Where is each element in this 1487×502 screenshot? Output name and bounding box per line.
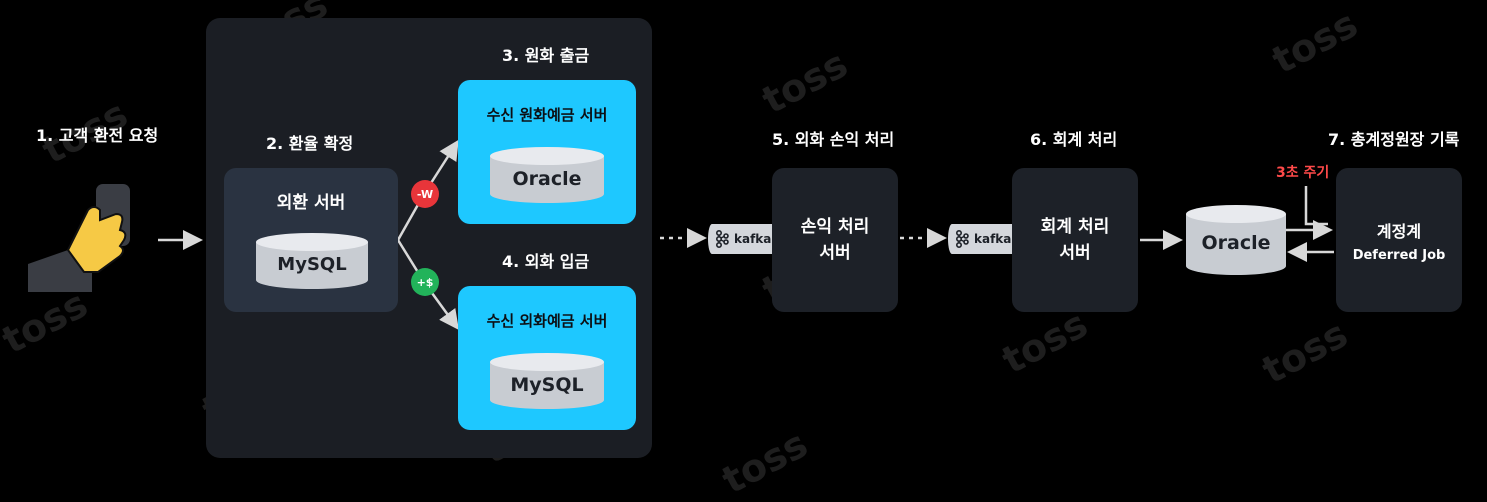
step-4-label: 4. 외화 입금 bbox=[502, 252, 590, 271]
krw-db-cylinder: Oracle bbox=[488, 146, 606, 204]
ledger-db-cylinder: Oracle bbox=[1184, 204, 1288, 276]
exchange-db-cylinder: MySQL bbox=[254, 232, 370, 290]
accounting-server-box: 회계 처리 서버 bbox=[1012, 168, 1138, 312]
step-1-label: 1. 고객 환전 요청 bbox=[36, 126, 159, 145]
phone-hand-icon bbox=[28, 184, 130, 292]
ledger-db-label: Oracle bbox=[1201, 232, 1271, 254]
fx-db-cylinder: MySQL bbox=[488, 352, 606, 410]
deposit-badge: +$ bbox=[411, 268, 439, 296]
kafka-icon bbox=[715, 230, 729, 248]
accounting-server-line1: 회계 처리 bbox=[1040, 217, 1110, 237]
step-2-label: 2. 환율 확정 bbox=[266, 134, 354, 153]
step-7-label: 7. 총계정원장 기록 bbox=[1328, 130, 1460, 149]
step-6-label: 6. 회계 처리 bbox=[1030, 130, 1118, 149]
step-5-label: 5. 외화 손익 처리 bbox=[772, 130, 895, 149]
pnl-server-line1: 손익 처리 bbox=[800, 217, 870, 237]
kafka-queue-1: kafka bbox=[708, 222, 782, 256]
kafka-label: kafka bbox=[974, 232, 1012, 246]
exchange-server-title: 외환 서버 bbox=[276, 193, 346, 213]
exchange-db-label: MySQL bbox=[277, 254, 347, 275]
fx-deposit-server-title: 수신 외화예금 서버 bbox=[486, 312, 608, 330]
withdraw-badge: -W bbox=[411, 180, 439, 208]
pnl-server-line2: 서버 bbox=[819, 243, 851, 263]
fx-db-label: MySQL bbox=[510, 374, 584, 396]
cycle-label: 3초 주기 bbox=[1276, 165, 1330, 181]
ledger-job-box: 계정계 Deferred Job bbox=[1336, 168, 1462, 312]
kafka-label: kafka bbox=[734, 232, 772, 246]
step-3-label: 3. 원화 출금 bbox=[502, 46, 590, 65]
pnl-server-box: 손익 처리 서버 bbox=[772, 168, 898, 312]
krw-db-label: Oracle bbox=[512, 168, 582, 190]
ledger-job-subtitle: Deferred Job bbox=[1352, 247, 1446, 263]
kafka-icon bbox=[955, 230, 969, 248]
kafka-queue-2: kafka bbox=[948, 222, 1022, 256]
accounting-server-line2: 서버 bbox=[1059, 243, 1091, 263]
krw-deposit-server-title: 수신 원화예금 서버 bbox=[486, 106, 608, 124]
ledger-job-title: 계정계 bbox=[1376, 221, 1422, 241]
